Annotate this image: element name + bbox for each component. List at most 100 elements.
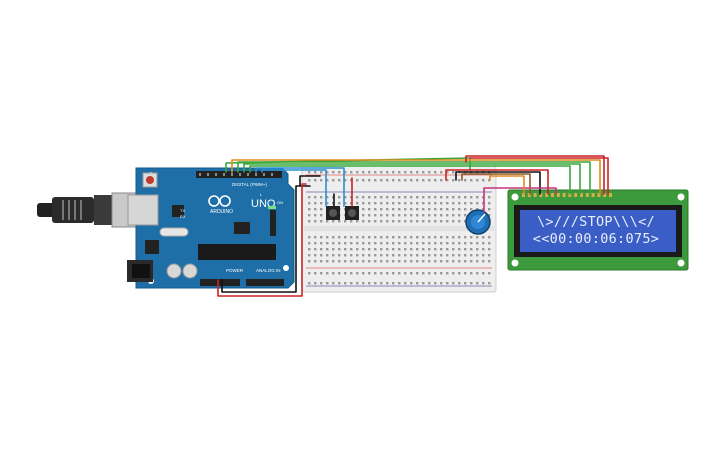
breadboard-hole[interactable] xyxy=(368,179,371,182)
breadboard-hole[interactable] xyxy=(332,236,335,239)
breadboard-hole[interactable] xyxy=(332,282,335,285)
breadboard-hole[interactable] xyxy=(410,214,413,217)
breadboard-hole[interactable] xyxy=(368,202,371,205)
breadboard-hole[interactable] xyxy=(398,171,401,174)
breadboard-hole[interactable] xyxy=(308,260,311,263)
breadboard-hole[interactable] xyxy=(308,171,311,174)
breadboard-hole[interactable] xyxy=(326,242,329,245)
breadboard-hole[interactable] xyxy=(428,202,431,205)
breadboard-hole[interactable] xyxy=(380,196,383,199)
wire-magenta[interactable] xyxy=(483,187,557,213)
breadboard-hole[interactable] xyxy=(386,171,389,174)
breadboard-hole[interactable] xyxy=(452,208,455,211)
breadboard-hole[interactable] xyxy=(350,242,353,245)
breadboard-hole[interactable] xyxy=(392,242,395,245)
analog-header[interactable] xyxy=(246,279,284,286)
breadboard-hole[interactable] xyxy=(320,171,323,174)
breadboard-hole[interactable] xyxy=(320,248,323,251)
breadboard-hole[interactable] xyxy=(338,248,341,251)
breadboard-hole[interactable] xyxy=(446,179,449,182)
breadboard-hole[interactable] xyxy=(374,220,377,223)
breadboard-hole[interactable] xyxy=(422,272,425,275)
potentiometer[interactable] xyxy=(465,209,491,235)
lcd-pin[interactable] xyxy=(585,193,589,197)
breadboard-hole[interactable] xyxy=(446,196,449,199)
breadboard-hole[interactable] xyxy=(446,254,449,257)
breadboard-hole[interactable] xyxy=(368,260,371,263)
breadboard-hole[interactable] xyxy=(422,254,425,257)
breadboard-hole[interactable] xyxy=(398,214,401,217)
breadboard-hole[interactable] xyxy=(398,202,401,205)
lcd-module[interactable] xyxy=(507,189,689,271)
breadboard-hole[interactable] xyxy=(386,196,389,199)
breadboard-hole[interactable] xyxy=(470,202,473,205)
breadboard-hole[interactable] xyxy=(326,282,329,285)
breadboard-hole[interactable] xyxy=(410,242,413,245)
breadboard-hole[interactable] xyxy=(362,179,365,182)
breadboard-hole[interactable] xyxy=(458,242,461,245)
breadboard-hole[interactable] xyxy=(314,236,317,239)
arduino-uno-board[interactable]: UNO ARDUINO DIGITAL (PWM~) POWER ANALOG … xyxy=(127,167,295,289)
breadboard-hole[interactable] xyxy=(422,179,425,182)
breadboard-hole[interactable] xyxy=(446,171,449,174)
breadboard-hole[interactable] xyxy=(470,254,473,257)
breadboard-hole[interactable] xyxy=(452,236,455,239)
breadboard-hole[interactable] xyxy=(452,260,455,263)
breadboard-hole[interactable] xyxy=(320,282,323,285)
breadboard-hole[interactable] xyxy=(398,242,401,245)
lcd-pin[interactable] xyxy=(545,193,549,197)
breadboard-hole[interactable] xyxy=(470,236,473,239)
breadboard-hole[interactable] xyxy=(380,171,383,174)
breadboard-hole[interactable] xyxy=(446,272,449,275)
breadboard-hole[interactable] xyxy=(464,179,467,182)
breadboard-hole[interactable] xyxy=(458,196,461,199)
breadboard-hole[interactable] xyxy=(464,272,467,275)
breadboard-hole[interactable] xyxy=(428,179,431,182)
breadboard-hole[interactable] xyxy=(386,214,389,217)
breadboard-hole[interactable] xyxy=(314,202,317,205)
breadboard-hole[interactable] xyxy=(326,179,329,182)
breadboard-hole[interactable] xyxy=(470,248,473,251)
breadboard-hole[interactable] xyxy=(452,202,455,205)
breadboard-hole[interactable] xyxy=(452,214,455,217)
breadboard-hole[interactable] xyxy=(350,254,353,257)
breadboard-hole[interactable] xyxy=(314,260,317,263)
breadboard-hole[interactable] xyxy=(380,208,383,211)
breadboard-hole[interactable] xyxy=(422,282,425,285)
breadboard-hole[interactable] xyxy=(404,208,407,211)
breadboard-hole[interactable] xyxy=(308,214,311,217)
breadboard-hole[interactable] xyxy=(434,242,437,245)
wire-red[interactable] xyxy=(217,183,307,297)
breadboard-hole[interactable] xyxy=(338,236,341,239)
breadboard-hole[interactable] xyxy=(398,179,401,182)
breadboard-hole[interactable] xyxy=(368,220,371,223)
breadboard-hole[interactable] xyxy=(482,179,485,182)
breadboard-hole[interactable] xyxy=(476,208,479,211)
breadboard-hole[interactable] xyxy=(374,202,377,205)
breadboard-hole[interactable] xyxy=(458,282,461,285)
breadboard-hole[interactable] xyxy=(386,202,389,205)
breadboard-hole[interactable] xyxy=(398,254,401,257)
breadboard-hole[interactable] xyxy=(380,214,383,217)
breadboard-hole[interactable] xyxy=(446,260,449,263)
breadboard-hole[interactable] xyxy=(470,196,473,199)
breadboard-hole[interactable] xyxy=(488,248,491,251)
breadboard-hole[interactable] xyxy=(488,202,491,205)
breadboard-hole[interactable] xyxy=(404,282,407,285)
breadboard-hole[interactable] xyxy=(344,202,347,205)
breadboard-hole[interactable] xyxy=(380,282,383,285)
breadboard-hole[interactable] xyxy=(422,242,425,245)
breadboard-hole[interactable] xyxy=(422,171,425,174)
breadboard-hole[interactable] xyxy=(362,254,365,257)
lcd-pin[interactable] xyxy=(580,193,583,197)
breadboard-hole[interactable] xyxy=(416,282,419,285)
breadboard-hole[interactable] xyxy=(350,260,353,263)
breadboard-hole[interactable] xyxy=(422,248,425,251)
breadboard-hole[interactable] xyxy=(380,254,383,257)
breadboard-hole[interactable] xyxy=(464,196,467,199)
breadboard-hole[interactable] xyxy=(386,236,389,239)
breadboard-hole[interactable] xyxy=(320,254,323,257)
breadboard-hole[interactable] xyxy=(362,272,365,275)
breadboard-hole[interactable] xyxy=(368,214,371,217)
breadboard-hole[interactable] xyxy=(440,202,443,205)
